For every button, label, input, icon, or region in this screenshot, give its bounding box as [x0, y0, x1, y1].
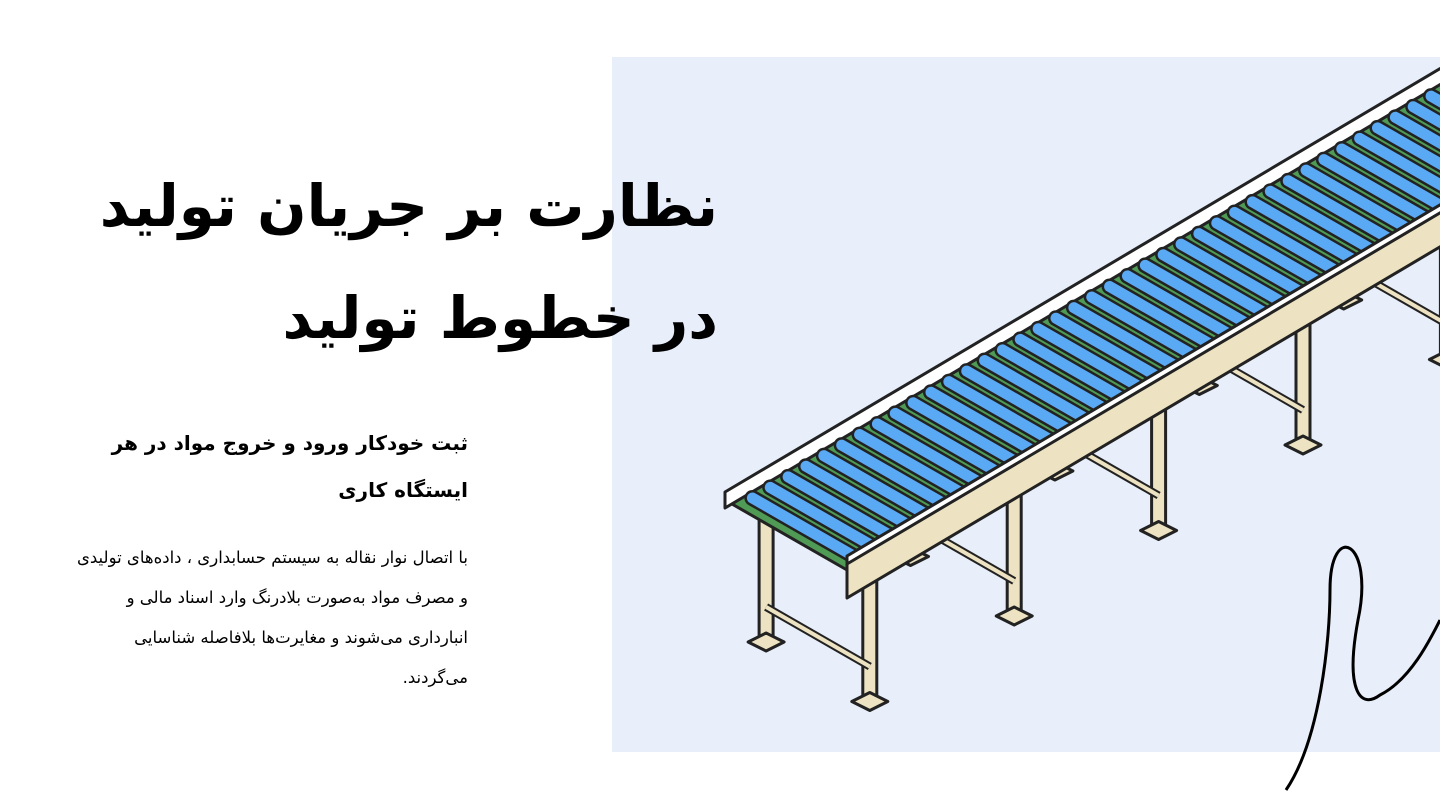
roller [854, 429, 966, 498]
roller [818, 450, 930, 519]
conveyor-foot [850, 691, 890, 712]
conveyor-back-rail [723, 66, 1440, 510]
roller [1389, 111, 1440, 150]
roller [746, 492, 858, 561]
roller [1246, 196, 1359, 265]
roller [979, 355, 1091, 424]
conveyor-leg [757, 515, 775, 644]
roller [1068, 302, 1180, 371]
page-title: نظارت بر جریان تولید در خطوط تولید [99, 172, 718, 352]
roller [1354, 132, 1440, 191]
roller [1229, 206, 1341, 276]
section-subtitle: ثبت خودکار ورود و خروج مواد در هر ایستگا… [111, 431, 468, 502]
roller [782, 471, 894, 540]
roller [1282, 175, 1394, 244]
conveyor-foot [1283, 434, 1323, 456]
signature-squiggle [1284, 545, 1440, 791]
roller [1104, 281, 1216, 350]
roller [1300, 164, 1412, 234]
roller [1157, 249, 1269, 318]
roller [871, 418, 983, 487]
roller [1086, 291, 1198, 360]
roller [764, 481, 876, 551]
conveyor-front-rail-top [845, 203, 1440, 566]
roller [1175, 238, 1287, 308]
roller [800, 460, 912, 530]
section-description: با اتصال نوار نقاله به سیستم حسابداری ، … [76, 548, 468, 687]
roller [1407, 101, 1440, 129]
conveyor-foot [994, 605, 1034, 627]
conveyor-leg [1150, 404, 1168, 532]
roller [1050, 312, 1162, 382]
roller [961, 365, 1073, 434]
conveyor-leg [861, 575, 879, 703]
roller [1264, 185, 1376, 255]
conveyor-leg [1005, 489, 1023, 618]
roller [907, 397, 1019, 466]
roller [1336, 143, 1440, 212]
roller [1032, 323, 1144, 392]
conveyor-foot [1427, 352, 1440, 367]
conveyor-leg [1294, 318, 1312, 447]
roller [1372, 122, 1440, 171]
roller [1211, 217, 1323, 286]
roller [889, 407, 1001, 477]
roller [836, 439, 948, 509]
conveyor-foot [1139, 520, 1179, 541]
roller [925, 386, 1037, 456]
roller [943, 376, 1055, 445]
roller [1139, 259, 1251, 329]
roller [996, 344, 1108, 413]
conveyor-foot [746, 631, 786, 653]
roller [1014, 333, 1126, 403]
roller [1121, 270, 1233, 339]
roller [1318, 154, 1430, 223]
conveyor-brace-fill [765, 605, 871, 669]
roller [1193, 228, 1305, 297]
